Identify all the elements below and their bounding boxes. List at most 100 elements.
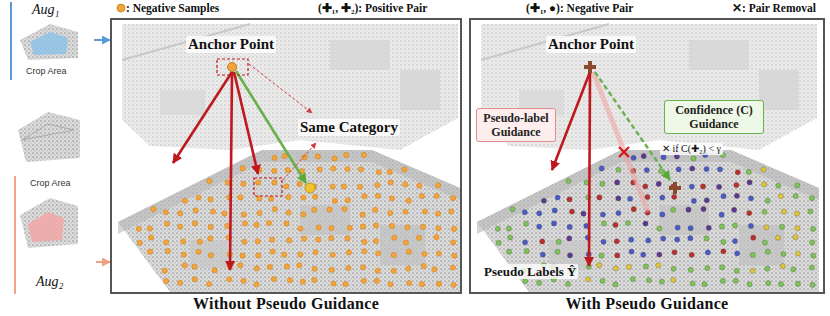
pseudo-label-dot [688,236,693,241]
pseudo-label-dot [810,226,815,231]
sample-dot [435,211,440,216]
pseudo-label-dot [661,155,666,160]
pseudo-label-dot [660,212,665,217]
pseudo-label-dot [721,194,726,199]
sample-dot [330,184,335,189]
sample-dot [343,282,348,287]
pseudo-label-dot [551,221,556,226]
sample-dot [287,238,292,243]
sample-dot [284,184,289,189]
sample-dot [178,211,183,216]
pseudo-label-dot [660,195,665,200]
sample-dot [206,281,211,286]
sample-dot [208,197,213,202]
pseudo-label-dot [762,240,767,245]
pseudo-label-dot [601,239,606,244]
sample-dot [373,207,378,212]
sample-dot [192,221,197,226]
pseudo-label-dot [522,240,527,245]
legend-text: : Negative Samples [126,1,219,15]
sample-dot [210,209,215,214]
pseudo-label-dot [555,195,560,200]
legend-item: (✚₁, ✚₂): Positive Pair [318,1,427,15]
pseudo-label-dot [689,252,694,257]
sample-dot [422,251,427,256]
sample-dot [241,212,246,217]
sample-dot [403,182,408,187]
sample-dot [257,210,262,215]
pseudo-label-dot [795,226,800,231]
sample-dot [407,280,412,285]
pseudo-label-dot [661,236,666,241]
pseudo-label-dot [735,251,740,256]
sample-dot [332,198,337,203]
negative-sample-dots [136,152,457,287]
category-label: Same Category [298,119,400,136]
sample-dot [136,226,141,231]
pseudo-label-dot [765,198,770,203]
pseudo-label-dot [657,226,662,231]
sample-dot [207,178,212,183]
pseudo-label-dot [597,263,602,268]
pseudo-label-dot [615,253,620,258]
pseudo-label-dot [645,194,650,199]
sample-dot [163,240,168,245]
panel-caption: With Pseudo Guidance [471,295,823,313]
pseudo-label-dot [690,281,695,286]
pseudo-label-dot [614,239,619,244]
pseudo-label-dot [537,211,542,216]
pseudo-label-dot [601,221,606,226]
pseudo-label-dot [750,268,755,273]
pseudo-label-dot [567,197,572,202]
pseudo-label-dot [733,278,738,283]
pseudo-label-dot [552,208,557,213]
pseudo-label-dot [688,267,693,272]
pseudo-label-dot [586,277,591,282]
sample-dot [241,181,246,186]
room-point-clouds [118,24,460,292]
pseudo-label-dot [540,239,545,244]
sample-dot [419,282,424,287]
pseudo-label-dot [781,251,786,256]
sample-dot [422,209,427,214]
sample-dot [421,263,426,268]
pseudo-label-dot [704,167,709,172]
pseudo-label-dot [732,207,737,212]
sample-dot [164,221,169,226]
pseudo-label-dot [732,238,737,243]
pseudo-label-dot [510,207,515,212]
sample-dot [178,280,183,285]
pseudo-label-dot [781,209,786,214]
pseudo-label-dot [495,226,500,231]
sample-dot [389,223,394,228]
sample-dot [301,195,306,200]
sample-dot [255,239,260,244]
sample-dot [375,193,380,198]
sample-dot [297,263,302,268]
crop-area-label: Crop Area [26,66,67,77]
sample-dot [151,207,156,212]
sample-dot [345,198,350,203]
pseudo-label-dot [599,166,604,171]
right-pair-arrows [552,61,681,266]
pseudo-label-dot [761,167,766,172]
sample-dot [332,156,337,161]
pseudo-label-dot [691,198,696,203]
pseudo-label-dot [747,282,752,287]
pseudo-label-dot [540,252,545,257]
pseudo-label-dot [656,181,661,186]
sample-dot [360,212,365,217]
sample-dot [361,278,366,283]
pseudo-label-dot [810,282,815,287]
sample-dot [315,154,320,159]
sample-dot [238,263,243,268]
sample-dot [208,253,213,258]
sample-dot [222,211,227,216]
pseudo-label-dot [524,248,529,253]
pseudo-label-dot [734,182,739,187]
pseudo-label-dot [795,281,800,286]
pseudo-label-dot [675,225,680,230]
pseudo-label-dot [750,252,755,257]
sample-dot [193,208,198,213]
sample-dot [147,249,152,254]
